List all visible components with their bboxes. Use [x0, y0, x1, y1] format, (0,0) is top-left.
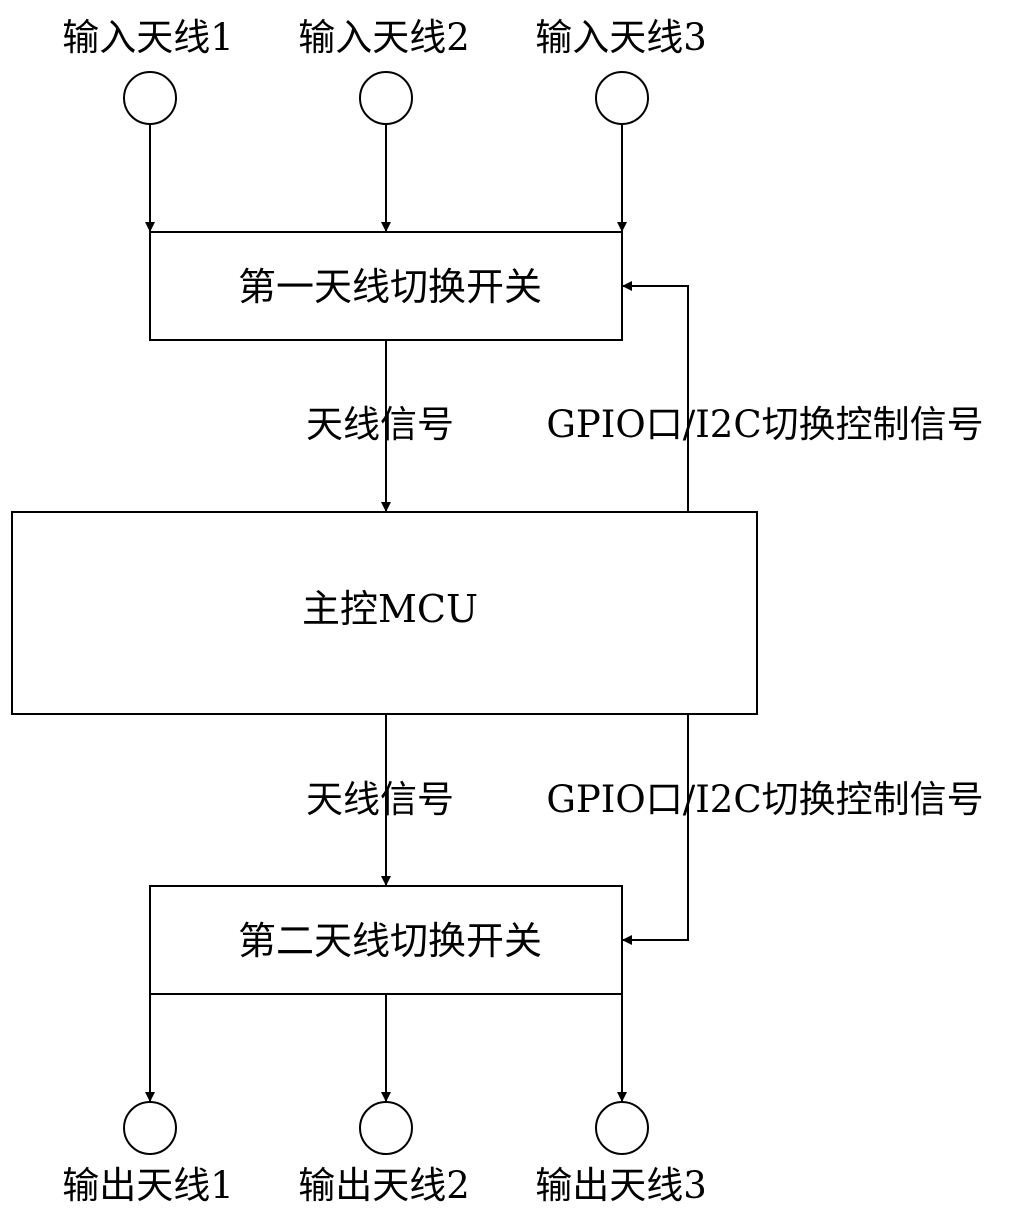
output-antenna-2-circle — [359, 1101, 413, 1155]
input-antenna-3-circle — [595, 71, 649, 125]
mcu-label: 主控MCU — [302, 587, 478, 631]
input-antenna-3-label: 输入天线3 — [535, 16, 707, 59]
output-antenna-3-circle — [595, 1101, 649, 1155]
antenna-signal-label-lower: 天线信号 — [306, 778, 454, 821]
mcu-box — [11, 511, 758, 715]
antenna-signal-label-upper: 天线信号 — [306, 403, 454, 446]
first-antenna-switch-box — [149, 231, 623, 341]
output-antenna-3-label: 输出天线3 — [535, 1164, 707, 1207]
control-signal-label-upper: GPIO口/I2C切换控制信号 — [546, 403, 983, 446]
output-antenna-1-label: 输出天线1 — [62, 1164, 234, 1207]
control-signal-line-upper — [622, 281, 689, 512]
output-antenna-2-label: 输出天线2 — [298, 1164, 470, 1207]
output-antenna-1-circle — [123, 1101, 177, 1155]
first-antenna-switch-label: 第一天线切换开关 — [238, 265, 542, 309]
control-signal-label-lower: GPIO口/I2C切换控制信号 — [546, 778, 983, 821]
input-antenna-1-circle — [123, 71, 177, 125]
input-antenna-2-circle — [359, 71, 413, 125]
input-antenna-1-label: 输入天线1 — [62, 16, 234, 59]
control-signal-line-lower — [622, 714, 689, 945]
second-antenna-switch-box — [149, 885, 623, 995]
input-antenna-2-label: 输入天线2 — [298, 16, 470, 59]
second-antenna-switch-label: 第二天线切换开关 — [238, 919, 542, 963]
